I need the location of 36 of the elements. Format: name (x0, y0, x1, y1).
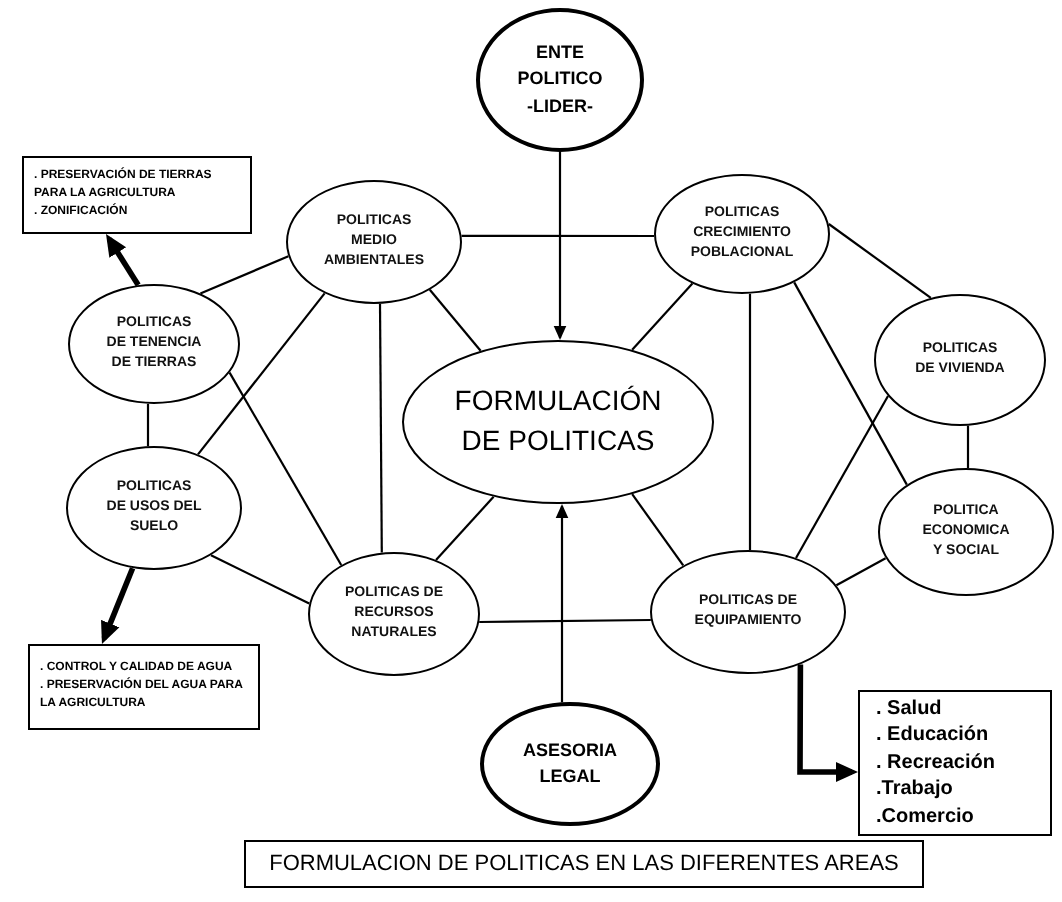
arrow (553, 152, 567, 340)
list-box (858, 690, 1052, 836)
connector-line (835, 557, 887, 587)
connector-line (793, 281, 908, 486)
list-item: .Comercio (876, 803, 976, 831)
connector-line (228, 372, 343, 566)
connector-line (199, 255, 289, 295)
connector-line (378, 303, 383, 553)
connector-line (146, 403, 150, 447)
note-box (28, 644, 260, 730)
oval-node (68, 284, 240, 404)
arrow (106, 233, 141, 287)
connector-line (795, 395, 889, 559)
connector-line (966, 425, 970, 468)
arrow (101, 567, 136, 644)
note-box (22, 156, 252, 234)
connector-line (748, 293, 752, 550)
connector-line (828, 223, 932, 299)
list-item: . Educación (876, 722, 991, 750)
connector-line (479, 618, 651, 624)
connector-line (210, 554, 310, 605)
caption-box: FORMULACION DE POLITICAS EN LAS DIFERENTES AREAS (244, 840, 924, 888)
list-item: . Salud (876, 695, 944, 723)
arrow (797, 664, 858, 782)
node-label: ASESORIA LEGAL (520, 737, 619, 790)
arrow (555, 504, 569, 703)
connector-line (428, 289, 482, 352)
connector-line (631, 282, 694, 351)
list-item: .Trabajo (876, 776, 955, 804)
node-label: FORMULACIÓN DE POLITICAS (452, 382, 664, 460)
connector-line (631, 493, 685, 567)
connector-line (461, 234, 654, 238)
connector-line (197, 292, 326, 456)
node-label: ENTE POLITICO -LIDER- (515, 40, 605, 120)
connector-line (435, 496, 495, 561)
list-item: . Recreación (876, 749, 997, 777)
